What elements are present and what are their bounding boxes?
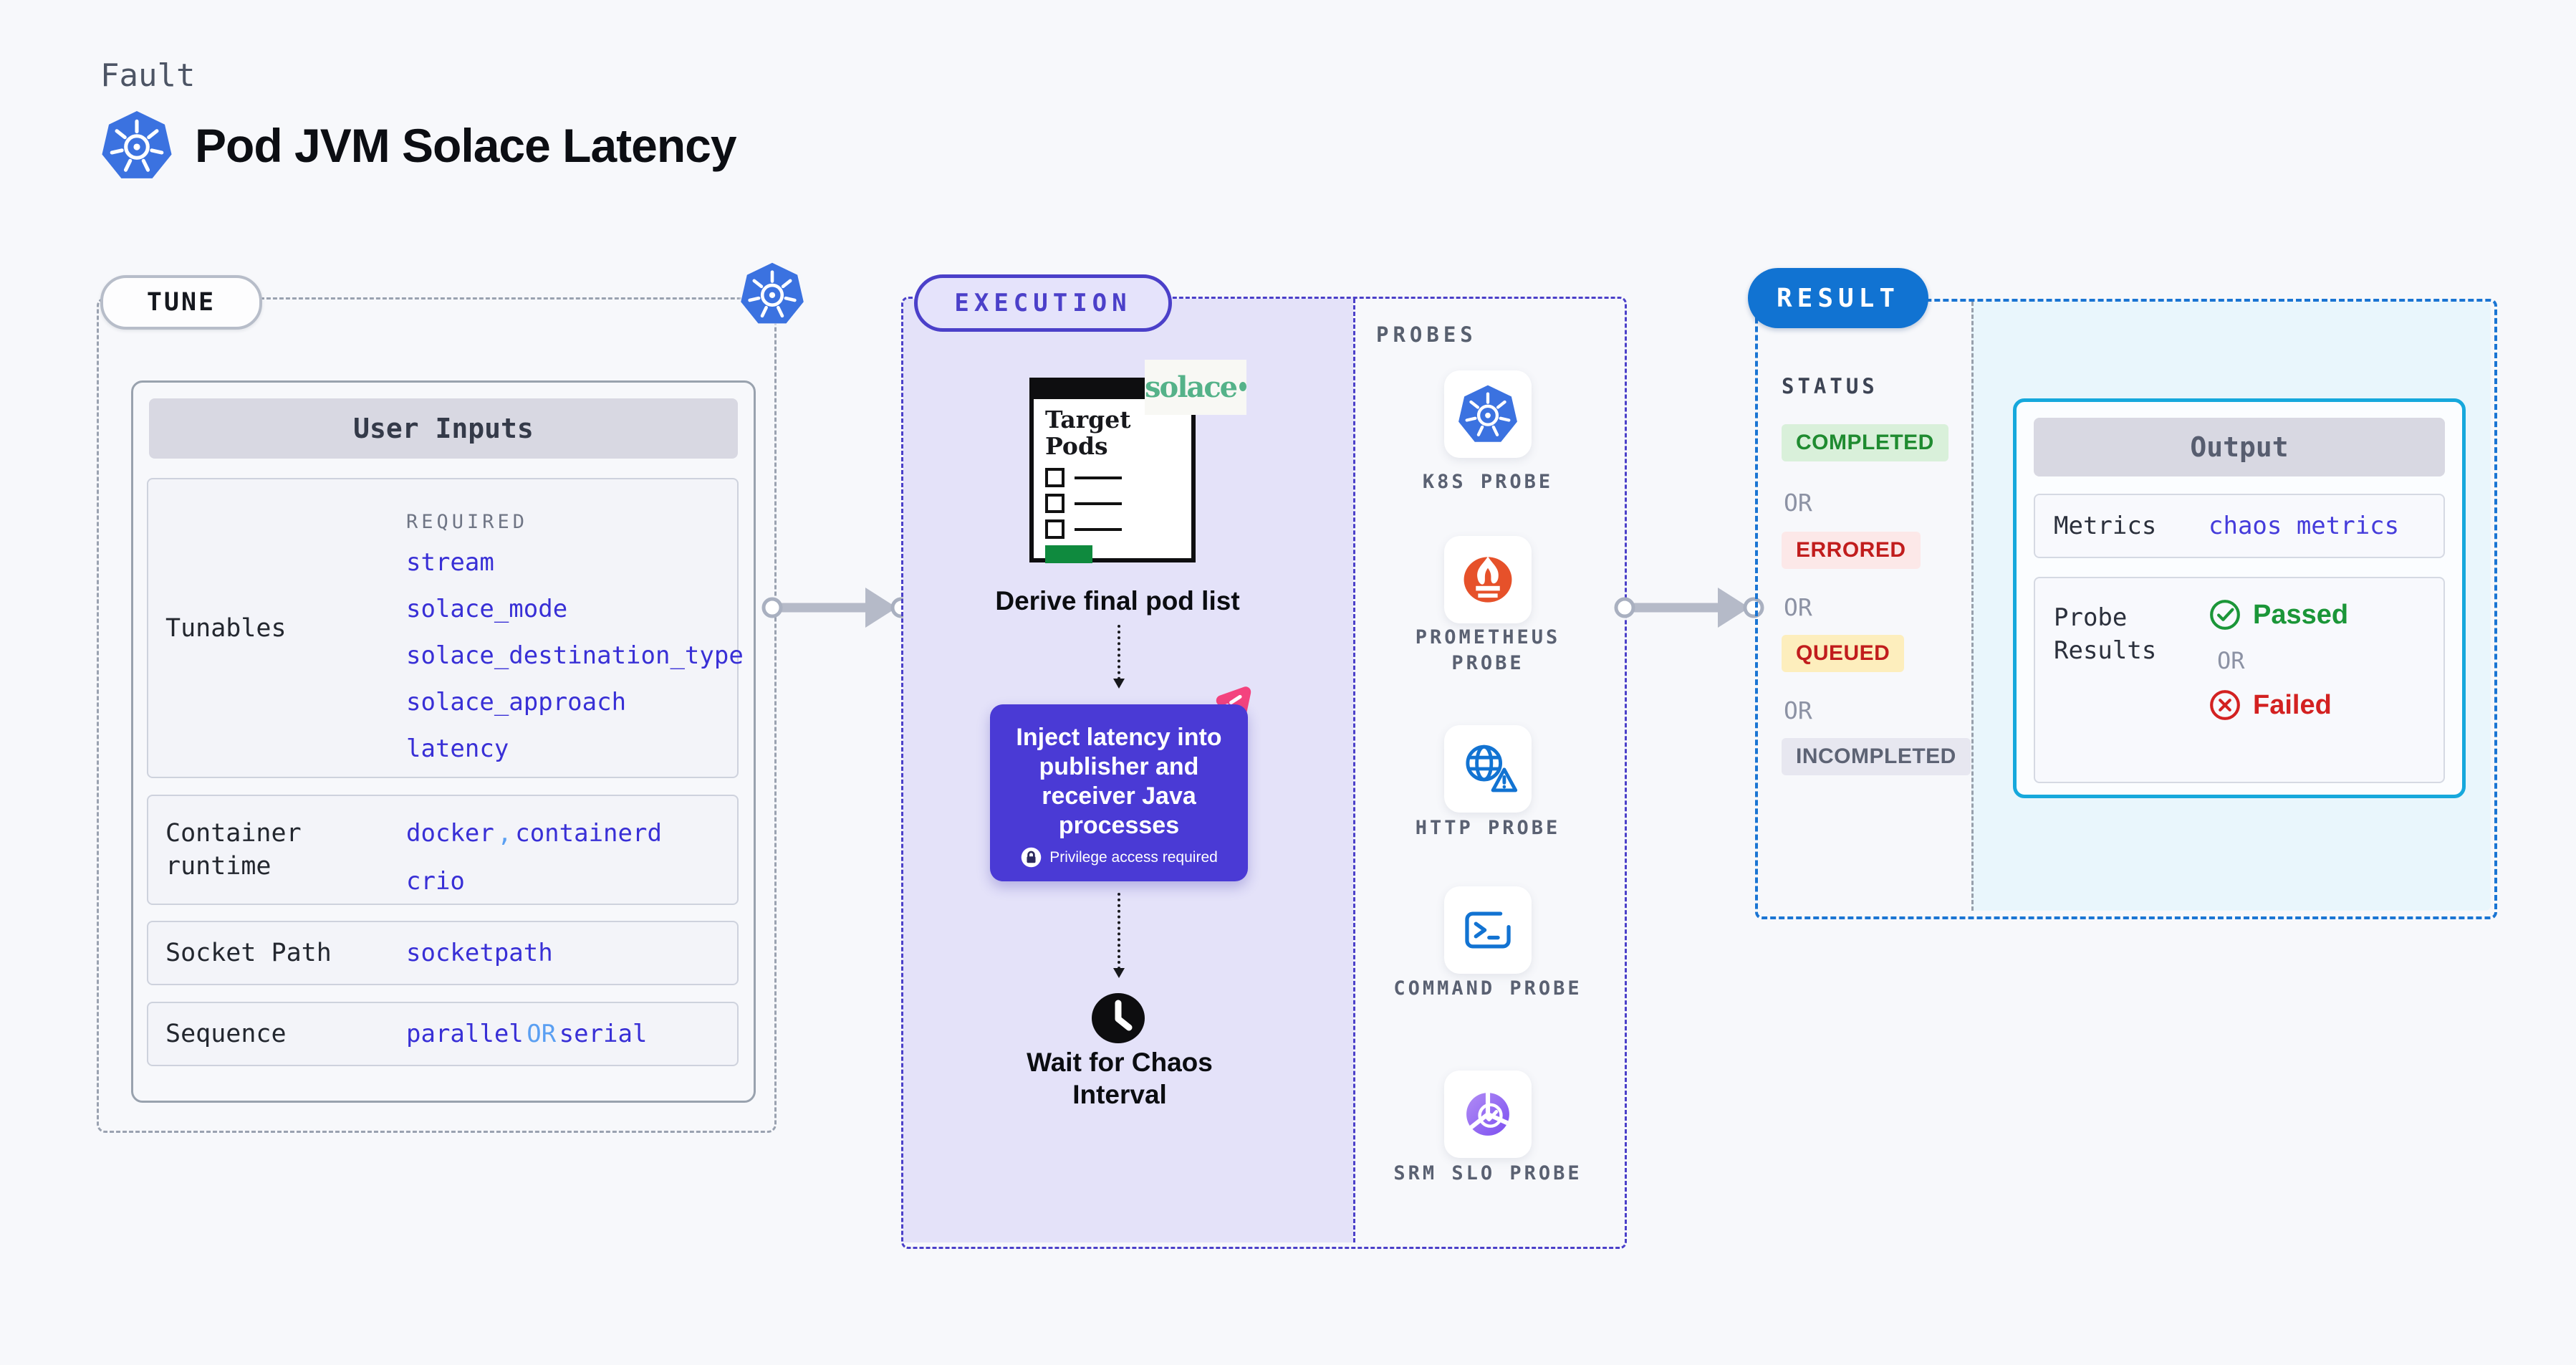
prometheus-probe-card — [1444, 536, 1532, 623]
kubernetes-icon — [1457, 383, 1519, 445]
clock-icon — [1092, 993, 1145, 1043]
or-label: OR — [2217, 647, 2245, 674]
value-parallel[interactable]: parallel — [406, 1020, 524, 1048]
srm-slo-probe-card — [1444, 1071, 1532, 1158]
or-label: OR — [1784, 593, 1812, 621]
list-line — [1075, 476, 1122, 479]
tune-section-frame — [97, 297, 777, 1133]
param-solace-mode[interactable]: solace_mode — [406, 595, 568, 623]
x-circle-icon — [2210, 690, 2240, 720]
tunables-row: Tunables REQUIRED stream solace_mode sol… — [147, 478, 744, 778]
param-solace-destination-type[interactable]: solace_destination_type — [406, 641, 744, 670]
inject-latency-step-card: Inject latency into publisher and receiv… — [990, 704, 1248, 881]
metrics-row: Metrics chaos metrics — [2034, 494, 2445, 558]
prometheus-icon — [1464, 556, 1512, 603]
solace-logo-dot — [1239, 381, 1246, 391]
or-separator: OR — [527, 1020, 557, 1048]
socket-path-label: Socket Path — [165, 939, 332, 967]
chaos-metrics-link[interactable]: chaos metrics — [2209, 512, 2400, 540]
probe-results-row: Probe Results Passed OR Failed — [2034, 577, 2445, 783]
pod-checklist — [1045, 468, 1183, 539]
flow-arrow-down — [1113, 625, 1125, 689]
solace-logo: solace — [1145, 360, 1246, 415]
param-stream[interactable]: stream — [406, 548, 494, 577]
execution-section-frame — [901, 297, 1627, 1249]
or-label: OR — [1784, 696, 1812, 724]
checkbox-icon — [1045, 519, 1064, 539]
green-button-illustration — [1045, 545, 1092, 563]
lock-icon — [1021, 847, 1042, 868]
param-latency[interactable]: latency — [406, 734, 509, 763]
command-probe-card — [1444, 886, 1532, 974]
user-inputs-title: User Inputs — [149, 398, 738, 459]
value-crio[interactable]: crio — [406, 867, 465, 896]
value-containerd[interactable]: containerd — [515, 819, 662, 848]
fault-eyebrow: Fault — [100, 57, 196, 94]
wait-chaos-interval-step: Wait for Chaos Interval — [1027, 1048, 1213, 1109]
socket-path-row: Socket Path socketpath — [147, 921, 739, 985]
checkbox-icon — [1045, 468, 1064, 487]
required-label: REQUIRED — [406, 511, 529, 533]
check-circle-icon — [2210, 600, 2240, 630]
probe-results-values: Passed OR Failed — [2209, 598, 2348, 722]
sequence-row: Sequence parallel OR serial — [147, 1002, 739, 1066]
container-runtime-values: docker , containerd crio — [406, 812, 662, 908]
status-title: STATUS — [1782, 374, 1878, 398]
container-runtime-row: Container runtime docker , containerd cr… — [147, 795, 739, 905]
list-line — [1075, 527, 1122, 531]
status-badge-completed: COMPLETED — [1782, 424, 1948, 461]
probes-divider — [1353, 299, 1355, 1242]
tunable-params: stream solace_mode solace_destination_ty… — [406, 540, 744, 772]
container-runtime-label: Container runtime — [165, 819, 302, 881]
execution-badge: EXECUTION — [914, 274, 1172, 332]
derive-pod-list-step: Derive final pod list — [995, 586, 1240, 616]
or-label: OR — [1784, 489, 1812, 517]
globe-warning-icon — [1466, 744, 1518, 792]
prometheus-probe-label: PROMETHEUS PROBE — [1415, 626, 1561, 674]
tunables-label: Tunables — [165, 613, 287, 643]
param-solace-approach[interactable]: solace_approach — [406, 688, 627, 717]
page-title: Pod JVM Solace Latency — [195, 119, 737, 172]
target-pods-title: Target Pods — [1045, 406, 1131, 460]
passed-label: Passed — [2253, 599, 2349, 630]
arrow-tune-to-execution — [761, 588, 912, 628]
srm-slo-probe-label: SRM SLO PROBE — [1393, 1162, 1582, 1184]
status-badge-incompleted: INCOMPLETED — [1782, 738, 1971, 775]
pie-check-icon — [1466, 1092, 1509, 1136]
value-socketpath[interactable]: socketpath — [406, 939, 553, 967]
tune-badge: TUNE — [100, 275, 262, 330]
value-docker[interactable]: docker — [406, 819, 494, 848]
http-probe-card — [1444, 725, 1532, 813]
http-probe-label: HTTP PROBE — [1415, 817, 1561, 839]
metrics-label: Metrics — [2054, 512, 2157, 540]
inject-step-text: Inject latency into publisher and receiv… — [1016, 724, 1222, 839]
value-serial[interactable]: serial — [559, 1020, 648, 1048]
flow-arrow-down — [1113, 893, 1125, 978]
k8s-probe-card — [1444, 370, 1532, 458]
status-badge-queued: QUEUED — [1782, 635, 1905, 672]
comma-separator: , — [497, 819, 512, 848]
failed-label: Failed — [2253, 689, 2332, 720]
result-badge: RESULT — [1748, 268, 1928, 328]
list-line — [1075, 502, 1122, 505]
probe-results-label: Probe Results — [2054, 603, 2157, 665]
kubernetes-icon — [100, 109, 173, 182]
kubernetes-icon — [739, 261, 805, 327]
sequence-label: Sequence — [165, 1020, 287, 1048]
result-section-frame — [1755, 299, 2497, 919]
arrow-execution-to-result — [1614, 588, 1764, 628]
privilege-note: Privilege access required — [1004, 846, 1234, 868]
probes-title: PROBES — [1376, 322, 1477, 347]
title-row: Pod JVM Solace Latency — [100, 109, 737, 182]
k8s-probe-label: K8S PROBE — [1422, 471, 1554, 493]
output-card: Output Metrics chaos metrics Probe Resul… — [2013, 398, 2466, 798]
command-probe-label: COMMAND PROBE — [1393, 977, 1582, 1000]
checkbox-icon — [1045, 494, 1064, 513]
output-title: Output — [2034, 418, 2445, 476]
terminal-icon — [1465, 911, 1511, 949]
status-badge-errored: ERRORED — [1782, 532, 1921, 569]
